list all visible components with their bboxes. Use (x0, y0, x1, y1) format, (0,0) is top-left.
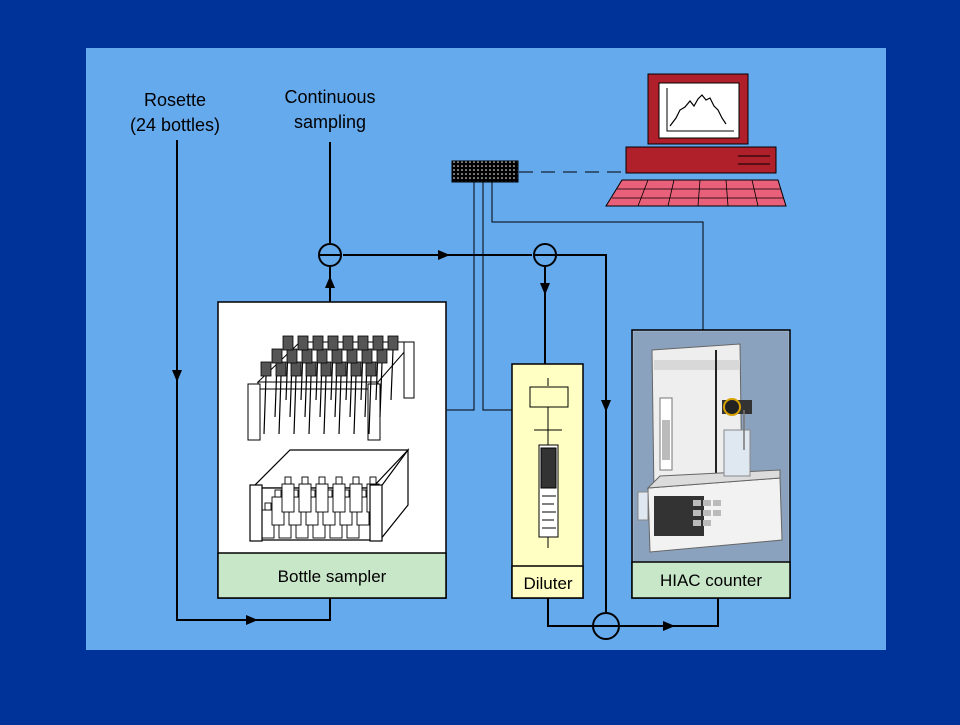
syringe-icon (529, 378, 569, 548)
needle-cap (350, 361, 362, 377)
needle-cap (376, 348, 388, 364)
needle-line (308, 375, 312, 435)
needle-cap (297, 335, 309, 351)
hiac-instrument-photo (634, 332, 788, 561)
needle-cap (312, 335, 324, 351)
sample-bottle (298, 483, 312, 513)
needle-cap (346, 348, 358, 364)
bottle-neck (369, 476, 377, 485)
sample-bottle (349, 483, 363, 513)
bottle-rack-icon (249, 448, 410, 542)
needle-cap (290, 361, 302, 377)
needle-cap (361, 348, 373, 364)
needle-cap (271, 348, 283, 364)
monitor-graph (666, 88, 734, 132)
computer-icon (605, 73, 787, 207)
control-lines (447, 171, 704, 411)
diluter-label: Diluter (523, 574, 572, 593)
needle-cap (286, 348, 298, 364)
rosette-label-line1: Rosette (144, 90, 206, 110)
needle-line (278, 375, 282, 435)
valve-outlet-icon (592, 612, 620, 640)
needle-cap (357, 335, 369, 351)
bottle-neck (264, 502, 272, 511)
needle-line (263, 375, 267, 435)
needle-cap (316, 348, 328, 364)
bottle-neck (284, 476, 292, 485)
keyboard-icon (605, 179, 787, 207)
needle-line (379, 362, 383, 418)
hiac-counter-label: HIAC counter (660, 571, 762, 590)
needle-cap (301, 348, 313, 364)
needle-line (353, 375, 357, 435)
needle-cap (282, 335, 294, 351)
needle-cap (331, 348, 343, 364)
needle-cap (275, 361, 287, 377)
needle-cap (335, 361, 347, 377)
sample-bottle (315, 483, 329, 513)
needle-line (323, 375, 327, 435)
needle-cap (342, 335, 354, 351)
sample-bottle (332, 483, 346, 513)
needle-head-icon (247, 335, 415, 441)
bottle-neck (352, 476, 360, 485)
needle-cap (327, 335, 339, 351)
valves (318, 243, 620, 640)
needle-cap (387, 335, 399, 351)
flow-arrows (172, 250, 675, 631)
bottle-neck (335, 476, 343, 485)
continuous-sampling-label-line1: Continuous (284, 87, 375, 107)
hiac-counter-box: HIAC counter (631, 329, 791, 599)
sample-bottle (281, 483, 295, 513)
needle-line (390, 349, 394, 401)
needle-cap (305, 361, 317, 377)
rosette-label-line2: (24 bottles) (130, 115, 220, 135)
bottle-sampler-label: Bottle sampler (278, 567, 387, 586)
needle-cap (372, 335, 384, 351)
bottle-sampler-box: Bottle sampler (217, 301, 447, 599)
needle-line (338, 375, 342, 435)
needle-line (293, 375, 297, 435)
bottle-neck (301, 476, 309, 485)
controller-module (451, 160, 519, 183)
diluter-box: Diluter (511, 363, 584, 599)
valve-diluter-icon (533, 243, 557, 267)
bottle-neck (318, 476, 326, 485)
needle-cap (320, 361, 332, 377)
bottle-neck (274, 489, 282, 498)
valve-continuous-icon (318, 243, 342, 267)
needle-cap (260, 361, 272, 377)
needle-line (368, 375, 372, 435)
continuous-sampling-label-line2: sampling (294, 112, 366, 132)
needle-cap (365, 361, 377, 377)
